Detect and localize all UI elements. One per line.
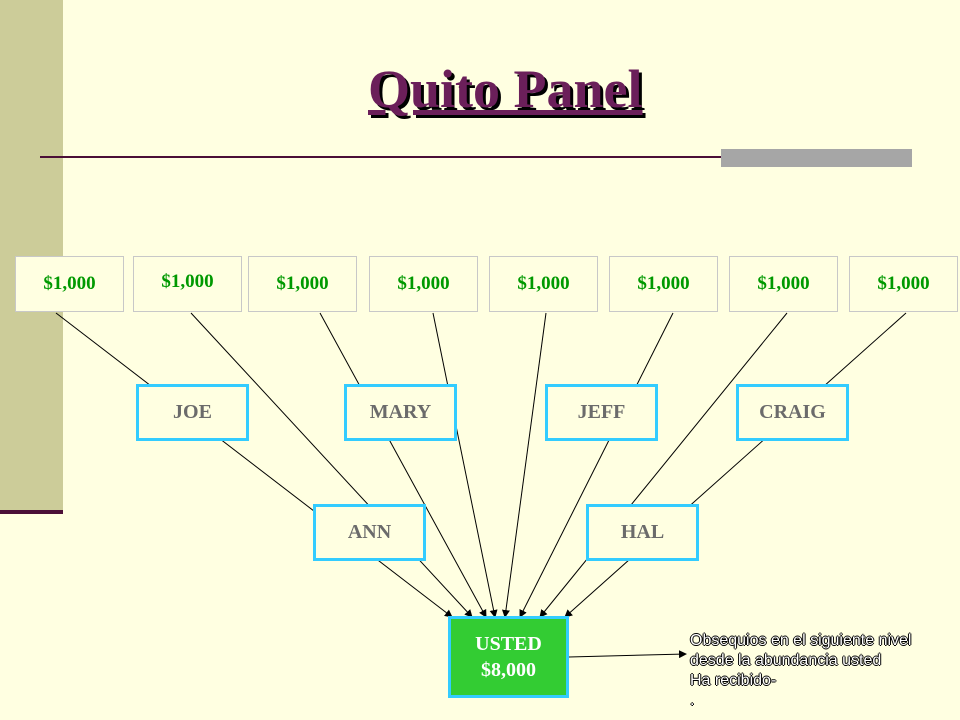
gift-box: $1,000 <box>248 256 357 312</box>
gifts-note: Obsequios en el siguiente nivel desde la… <box>690 631 960 711</box>
gift-box: $1,000 <box>609 256 718 312</box>
connector-1 <box>55 312 453 618</box>
note-line-3: Ha recibido- <box>690 672 777 689</box>
member-box-mary: MARY <box>344 384 457 441</box>
member-box-craig: CRAIG <box>736 384 849 441</box>
connector-7 <box>539 312 788 618</box>
usted-box: USTED $8,000 <box>448 616 569 698</box>
note-line-2: desde la abundancia usted <box>690 652 882 669</box>
title-rule <box>40 156 912 158</box>
page-title: Quito Panel <box>368 59 643 119</box>
member-box-joe: JOE <box>136 384 249 441</box>
sidebar-stripe-cap <box>0 510 63 514</box>
connector-2 <box>190 312 473 618</box>
note-line-4: . <box>690 692 695 709</box>
member-box-hal: HAL <box>586 504 699 561</box>
sidebar-stripe <box>0 0 63 510</box>
member-box-jeff: JEFF <box>545 384 658 441</box>
connector-5 <box>501 312 547 618</box>
connector-4 <box>432 312 498 618</box>
connector-3 <box>319 312 487 618</box>
note-connector <box>568 650 687 659</box>
note-line-1: Obsequios en el siguiente nivel <box>690 632 912 649</box>
connector-6 <box>519 312 674 618</box>
gift-box: $1,000 <box>729 256 838 312</box>
gift-box: $1,000 <box>489 256 598 312</box>
gift-box: $1,000 <box>849 256 958 312</box>
gift-box: $1,000 <box>15 256 124 312</box>
member-box-ann: ANN <box>313 504 426 561</box>
usted-label: USTED <box>475 633 542 655</box>
gift-box: $1,000 <box>133 256 242 312</box>
connector-8 <box>564 312 907 618</box>
gift-box: $1,000 <box>369 256 478 312</box>
usted-amount: $8,000 <box>481 659 536 681</box>
title-rule-accent <box>721 149 912 167</box>
